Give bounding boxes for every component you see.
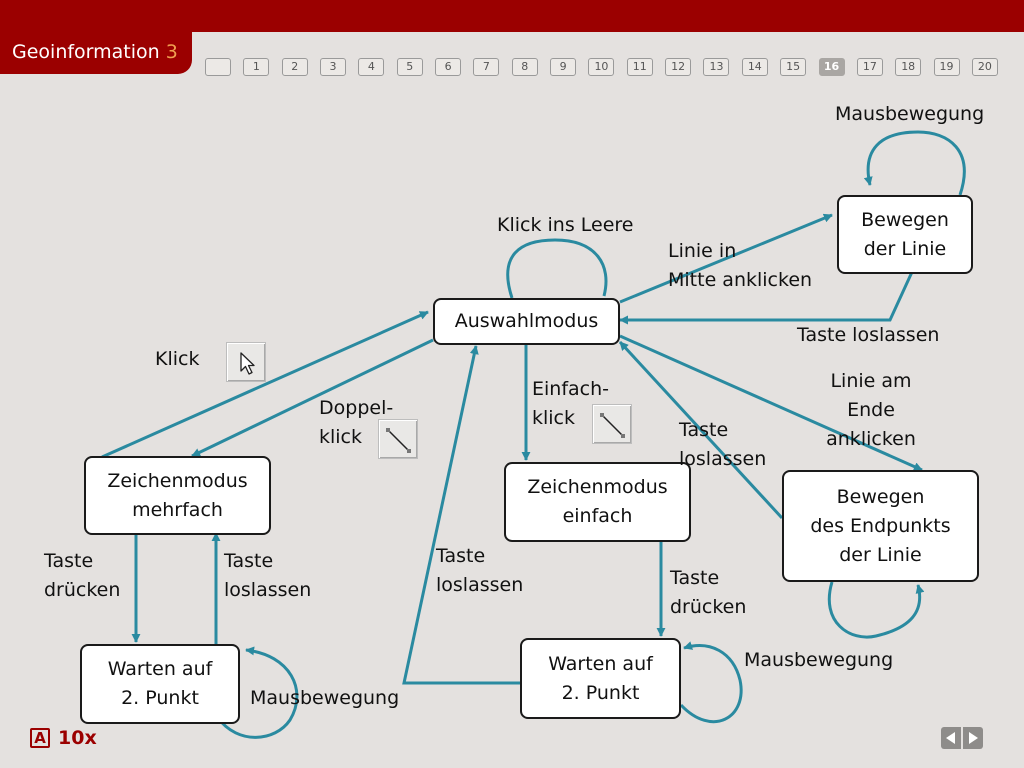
- label-klick-ins-leere: Klick ins Leere: [497, 214, 634, 236]
- slide-link-12[interactable]: 12: [665, 58, 692, 76]
- label-doppelklick: Doppel- klick: [319, 397, 394, 448]
- cursor-arrow-icon: [226, 342, 266, 382]
- slide-link-16[interactable]: 16: [818, 58, 845, 76]
- slide-link-20[interactable]: 20: [971, 58, 998, 76]
- slide-link-7[interactable]: 7: [473, 58, 500, 76]
- label-klick: Klick: [155, 348, 200, 370]
- pager: [941, 727, 983, 749]
- state-warten-links: Warten auf 2. Punkt: [80, 644, 240, 724]
- label-einfachklick: Einfach- klick: [532, 378, 610, 429]
- footer-badge: A: [30, 728, 50, 748]
- label-taste-loslassen-left: Taste loslassen: [224, 550, 312, 601]
- edge-taste-loslassen-endpunkt: [618, 340, 784, 520]
- edge-mausbewegung-bottom: [827, 581, 925, 639]
- label-mausbewegung-top: Mausbewegung: [835, 103, 985, 125]
- slide-link-15[interactable]: 15: [780, 58, 807, 76]
- slide-link-13[interactable]: 13: [703, 58, 730, 76]
- slide-link-4[interactable]: 4: [358, 58, 385, 76]
- label-mausbewegung-right: Mausbewegung: [744, 649, 894, 671]
- line-tool-icon: [592, 404, 632, 444]
- label-linie-in-mitte: Linie in Mitte anklicken: [668, 240, 813, 291]
- slide-link-5[interactable]: 5: [396, 58, 423, 76]
- label-taste-loslassen-right: Taste loslassen: [797, 324, 940, 346]
- course-number: 3: [165, 41, 178, 63]
- state-warten-mitte: Warten auf 2. Punkt: [520, 638, 681, 719]
- label-taste-loslassen-center: Taste loslassen: [436, 545, 524, 596]
- edge-linie-mitte: [619, 213, 833, 304]
- state-zeichenmodus-mehrfach: Zeichenmodus mehrfach: [84, 456, 271, 535]
- line-tool-icon: [378, 419, 418, 459]
- label-taste-druecken-mid: Taste drücken: [670, 567, 747, 618]
- state-auswahlmodus: Auswahlmodus: [433, 298, 620, 345]
- slide-link-10[interactable]: 10: [588, 58, 615, 76]
- slide-link-11[interactable]: 11: [626, 58, 653, 76]
- label-mausbewegung-bottom: Mausbewegung: [250, 687, 400, 709]
- slide-link-1[interactable]: 1: [243, 58, 270, 76]
- edge-klick: [101, 310, 429, 459]
- edge-taste-loslassen-linie: [619, 271, 914, 325]
- course-title: Geoinformation: [12, 41, 160, 63]
- previous-slide-button[interactable]: [941, 727, 961, 749]
- edge-mausbewegung-linie: [863, 130, 966, 196]
- slide-link-3[interactable]: 3: [320, 58, 347, 76]
- footer-counter: A 10x: [30, 727, 97, 749]
- edge-doppelklick: [191, 338, 434, 458]
- edge-linie-ende: [619, 334, 923, 472]
- slide-link-9[interactable]: 9: [550, 58, 577, 76]
- state-zeichenmodus-einfach: Zeichenmodus einfach: [504, 462, 691, 542]
- slide-link-19[interactable]: 19: [933, 58, 960, 76]
- footer-count: 10x: [58, 727, 97, 749]
- state-bewegen-der-linie: Bewegen der Linie: [837, 195, 973, 274]
- slide-link-6[interactable]: 6: [435, 58, 462, 76]
- label-taste-loslassen-mid: Taste loslassen: [679, 419, 767, 470]
- slide-link-home[interactable]: [205, 58, 231, 76]
- edge-mausbewegung-right: [679, 641, 743, 724]
- edge-klick-ins-leere: [506, 238, 608, 299]
- edge-mausbewegung-left: [216, 646, 299, 739]
- top-bar: [0, 0, 1024, 32]
- label-taste-druecken-left: Taste drücken: [44, 550, 121, 601]
- label-linie-am-ende: Linie am Ende anklicken: [826, 370, 916, 450]
- slide-link-2[interactable]: 2: [281, 58, 308, 76]
- slide-link-8[interactable]: 8: [511, 58, 538, 76]
- next-slide-button[interactable]: [963, 727, 983, 749]
- slide-link-17[interactable]: 17: [856, 58, 883, 76]
- slide-link-14[interactable]: 14: [741, 58, 768, 76]
- slide-link-18[interactable]: 18: [895, 58, 922, 76]
- state-bewegen-endpunkt: Bewegen des Endpunkts der Linie: [782, 470, 979, 582]
- edge-taste-loslassen-center: [402, 345, 520, 685]
